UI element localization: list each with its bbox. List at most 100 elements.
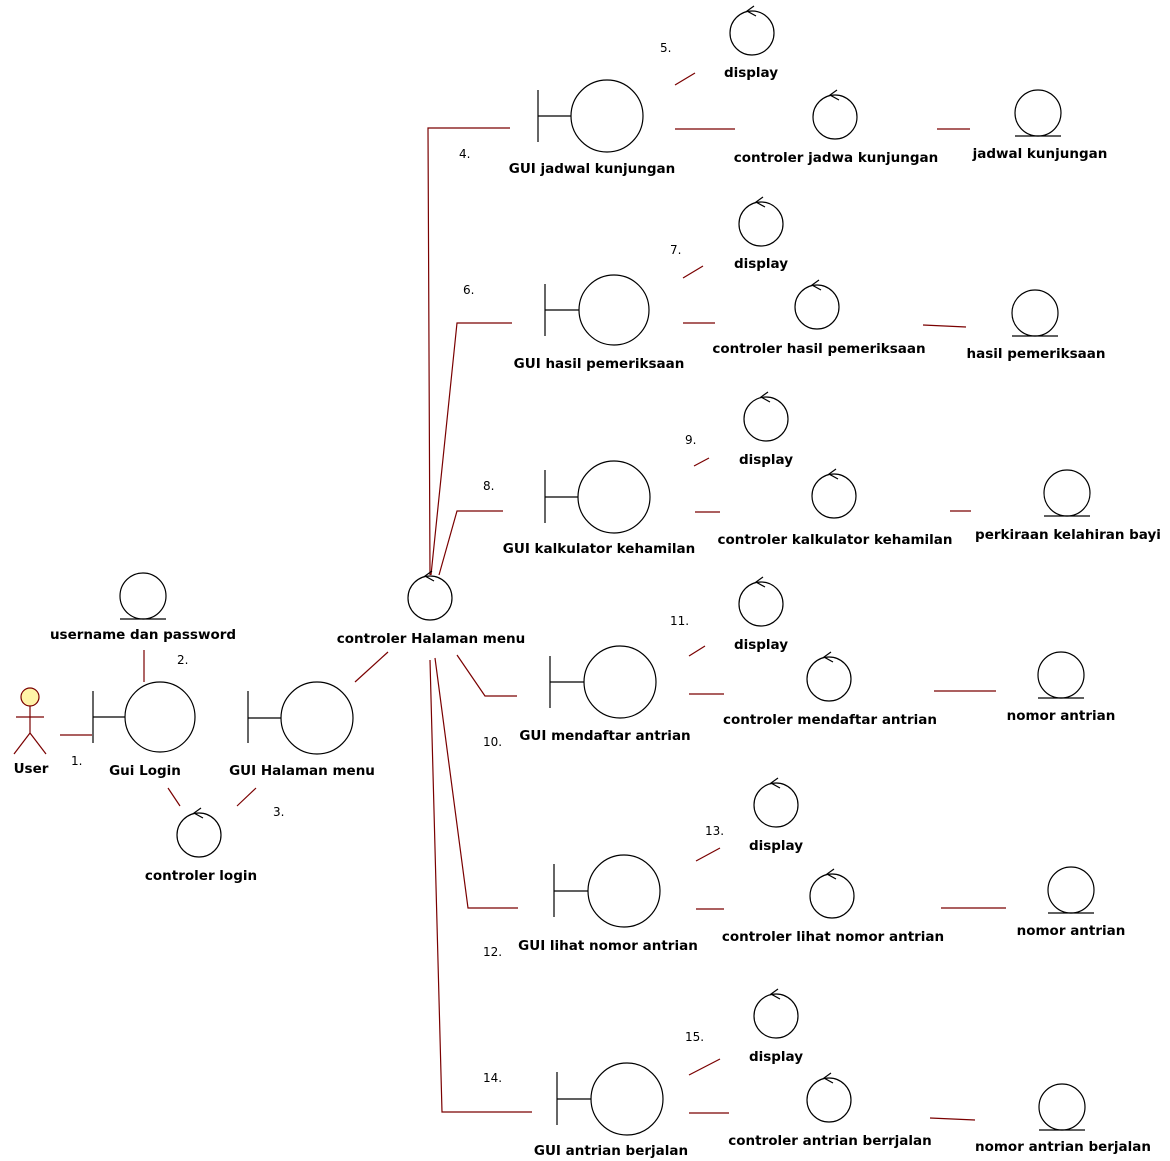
links [60,72,1006,1121]
boundary-gui-berjalan[interactable]: GUI antrian berjalan [534,1062,688,1159]
control-icon [812,94,858,140]
control-display-4[interactable]: display [734,576,788,653]
boundary-gui-halaman-menu[interactable]: GUI Halaman menu [229,681,375,779]
control-controler-berjalan[interactable]: controler antrian berrjalan [728,1072,932,1149]
message-number-3: 3. [273,805,284,819]
boundary-label: GUI Halaman menu [229,763,375,779]
link-menu-berjalan [429,659,532,1113]
control-controler-hasil[interactable]: controler hasil pemeriksaan [712,279,926,357]
control-display-1[interactable]: display [724,5,778,81]
control-label: controler antrian berrjalan [728,1133,932,1149]
message-number-4: 4. [459,147,470,161]
actor-label: User [14,761,49,777]
boundary-icon [124,681,196,753]
boundary-gui-lihat[interactable]: GUI lihat nomor antrian [518,854,698,954]
control-icon [809,873,855,919]
message-number-11: 11. [670,614,689,628]
message-number-5: 5. [660,41,671,55]
boundary-label: Gui Login [109,763,181,779]
message-numbers: 1. 2. 3. 4. 5. 6. 7. 8. 9. 10. 11. 12. 1… [71,41,724,1085]
message-number-12: 12. [483,945,502,959]
control-icon [753,993,799,1039]
entity-jadwal-kunjungan[interactable]: jadwal kunjungan [972,89,1108,162]
control-icon [811,473,857,519]
entity-label: username dan password [50,627,236,643]
control-label: controler kalkulator kehamilan [717,532,952,548]
message-number-13: 13. [705,824,724,838]
link-menu-kalkulator [438,510,503,576]
control-label: display [734,256,788,272]
link-lihat-display [695,847,721,862]
control-icon [738,201,784,247]
link-controler-berjalan-entity [929,1117,976,1121]
message-number-7: 7. [670,243,681,257]
entity-icon [1047,866,1095,914]
boundary-icon [590,1062,664,1136]
link-controler-guimenu [236,787,257,807]
control-label: display [734,637,788,653]
boundary-gui-jadwal[interactable]: GUI jadwal kunjungan [509,79,676,177]
actor-user[interactable]: User [13,687,49,777]
link-login-controler [167,787,181,807]
link-menu-mendaftar [456,654,517,697]
control-controler-login[interactable]: controler login [145,807,257,884]
control-display-3[interactable]: display [739,391,793,468]
control-icon [743,396,789,442]
control-display-6[interactable]: display [749,988,803,1065]
boundary-gui-hasil[interactable]: GUI hasil pemeriksaan [514,274,685,372]
link-menu-lihat [434,657,518,909]
entity-nomor-antrian-2[interactable]: nomor antrian [1017,866,1126,939]
control-controler-lihat[interactable]: controler lihat nomor antrian [722,868,944,945]
control-controler-jadwal[interactable]: controler jadwa kunjungan [734,89,939,166]
control-label: controler login [145,868,257,884]
entity-label: nomor antrian [1017,923,1126,939]
entity-icon [119,572,167,620]
entity-label: nomor antrian berjalan [975,1139,1151,1155]
control-icon [738,581,784,627]
control-controler-kalkulator[interactable]: controler kalkulator kehamilan [717,468,953,548]
boundary-icon [587,854,661,928]
link-guimenu-controlermenu [354,651,389,683]
control-icon [176,812,222,858]
boundary-gui-kalkulator[interactable]: GUI kalkulator kehamilan [503,460,695,557]
control-controler-mendaftar[interactable]: controler mendaftar antrian [723,651,937,728]
boundary-label: GUI mendaftar antrian [519,728,690,744]
entity-username-password[interactable]: username dan password [50,572,236,643]
control-icon [753,782,799,828]
boundary-gui-login[interactable]: Gui Login [92,681,196,779]
link-jadwal-display [674,72,696,86]
control-label: display [724,65,778,81]
control-icon [806,656,852,702]
entity-icon [1011,289,1059,337]
control-label: display [739,452,793,468]
link-hasil-display [682,265,704,279]
control-label: controler mendaftar antrian [723,712,937,728]
control-label: display [749,1049,803,1065]
entity-label: jadwal kunjungan [972,146,1108,162]
entity-label: hasil pemeriksaan [967,346,1106,362]
boundary-icon [583,645,657,719]
boundary-icon [280,681,354,755]
entity-icon [1043,469,1091,517]
control-controler-menu[interactable]: controler Halaman menu [337,570,526,647]
entity-perkiraan-kelahiran[interactable]: perkiraan kelahiran bayi [975,469,1161,543]
entity-hasil-pemeriksaan[interactable]: hasil pemeriksaan [967,289,1106,362]
control-label: controler jadwa kunjungan [734,150,939,166]
entity-nomor-antrian-berjalan[interactable]: nomor antrian berjalan [975,1083,1151,1155]
boundary-icon [577,460,651,534]
boundary-gui-mendaftar[interactable]: GUI mendaftar antrian [519,645,691,744]
entity-icon [1014,89,1062,137]
entity-icon [1038,1083,1086,1131]
entity-icon [1037,651,1085,699]
entity-nomor-antrian-1[interactable]: nomor antrian [1007,651,1116,724]
boundary-label: GUI lihat nomor antrian [518,938,698,954]
control-display-2[interactable]: display [734,196,788,272]
link-menu-jadwal [427,127,510,576]
message-number-6: 6. [463,283,474,297]
control-icon [407,575,453,621]
control-display-5[interactable]: display [749,777,803,854]
actor-head-icon [20,687,40,707]
control-label: controler hasil pemeriksaan [712,341,925,357]
boundary-label: GUI antrian berjalan [534,1143,688,1159]
message-number-15: 15. [685,1030,704,1044]
